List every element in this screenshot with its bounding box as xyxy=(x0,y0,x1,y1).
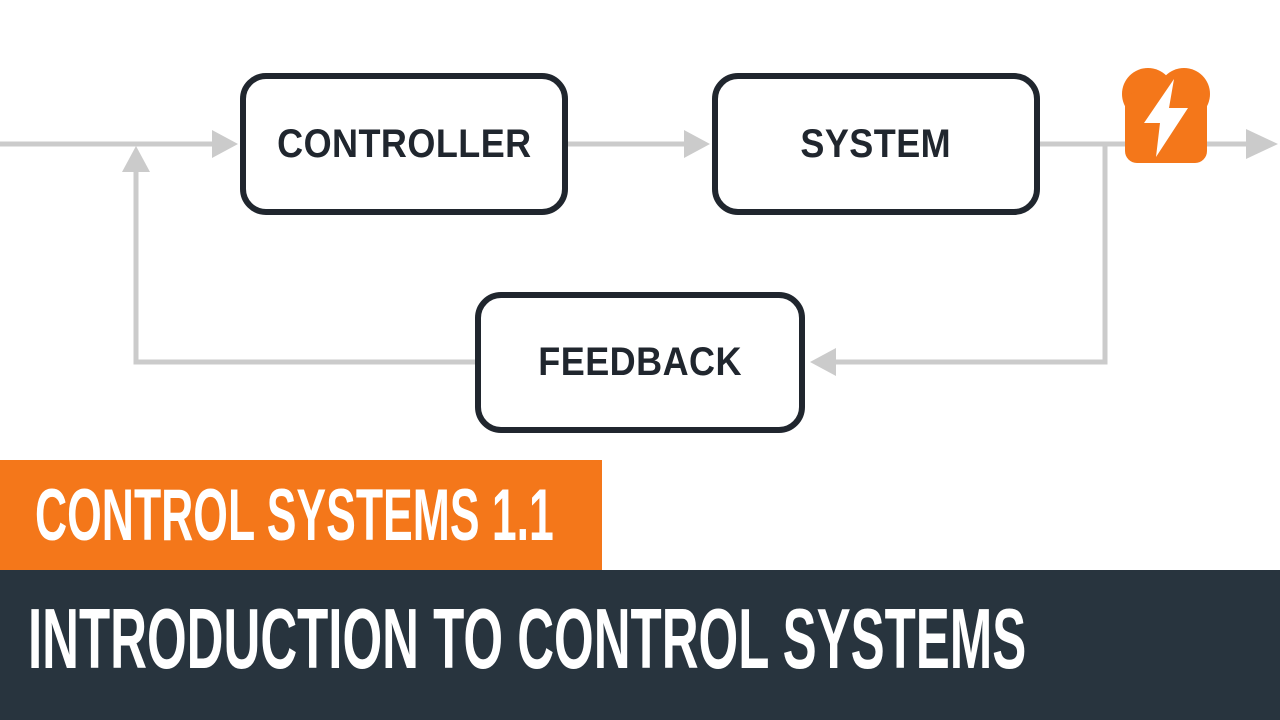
title-banner: INTRODUCTION TO CONTROL SYSTEMS xyxy=(0,570,1280,720)
control-loop-diagram: CONTROLLER SYSTEM FEEDBACK xyxy=(0,68,1278,433)
arrow-right-into-system-icon xyxy=(684,130,710,158)
arrow-right-into-controller-icon xyxy=(212,130,238,158)
title-banner-label: INTRODUCTION TO CONTROL SYSTEMS xyxy=(28,592,1027,687)
series-banner: CONTROL SYSTEMS 1.1 xyxy=(0,460,602,570)
controller-label: CONTROLLER xyxy=(276,121,532,166)
arrow-left-into-feedback-icon xyxy=(810,348,836,376)
arrow-right-output-icon xyxy=(1246,129,1278,159)
feedback-box: FEEDBACK xyxy=(475,292,805,433)
series-banner-label: CONTROL SYSTEMS 1.1 xyxy=(35,474,554,556)
system-box: SYSTEM xyxy=(712,73,1040,215)
feedback-label: FEEDBACK xyxy=(538,340,742,384)
lightning-bolt-icon xyxy=(1144,79,1188,157)
diagram-wires xyxy=(0,68,1278,376)
wire-feedback-return xyxy=(133,170,475,365)
system-label: SYSTEM xyxy=(800,121,952,166)
arrow-up-junction-icon xyxy=(122,146,150,172)
toast-lightning-icon xyxy=(1122,68,1210,163)
controller-box: CONTROLLER xyxy=(240,73,568,215)
wire-branch-to-feedback xyxy=(834,144,1108,365)
